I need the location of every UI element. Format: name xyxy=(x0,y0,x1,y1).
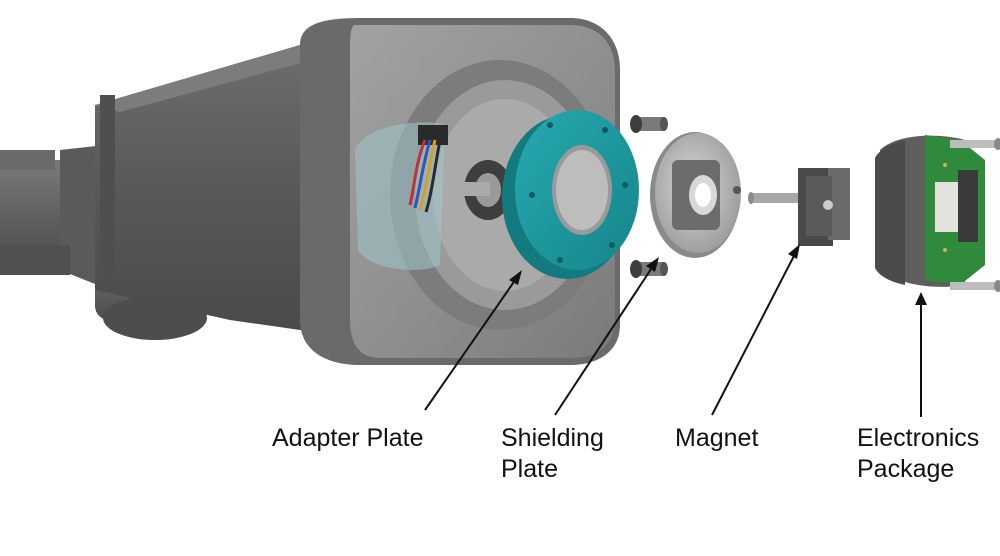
arrow-magnet xyxy=(711,244,800,416)
mounting-screw-bottom xyxy=(630,260,668,278)
arrow-electronics-package xyxy=(915,292,927,417)
electronics-package xyxy=(875,135,1000,292)
label-electronics-package: Electronics Package xyxy=(857,423,979,485)
mounting-screw-top xyxy=(630,115,668,133)
label-adapter-plate-text: Adapter Plate xyxy=(272,424,424,452)
label-electronics-package-line1: Electronics xyxy=(857,424,980,452)
label-shielding-plate: Shielding Plate xyxy=(501,423,604,485)
magnet-assembly xyxy=(748,168,850,246)
label-magnet: Magnet xyxy=(675,423,758,454)
label-electronics-package-line2: Package xyxy=(857,455,955,483)
label-adapter-plate: Adapter Plate xyxy=(272,423,424,454)
label-magnet-text: Magnet xyxy=(675,424,759,452)
wiring-harness xyxy=(408,125,448,213)
label-shielding-plate-line2: Plate xyxy=(501,455,558,483)
arrow-adapter-plate xyxy=(424,270,522,411)
label-shielding-plate-line1: Shielding xyxy=(501,424,604,452)
adapter-plate xyxy=(502,110,639,279)
shielding-plate xyxy=(650,132,741,258)
arrow-shielding-plate xyxy=(554,257,659,416)
